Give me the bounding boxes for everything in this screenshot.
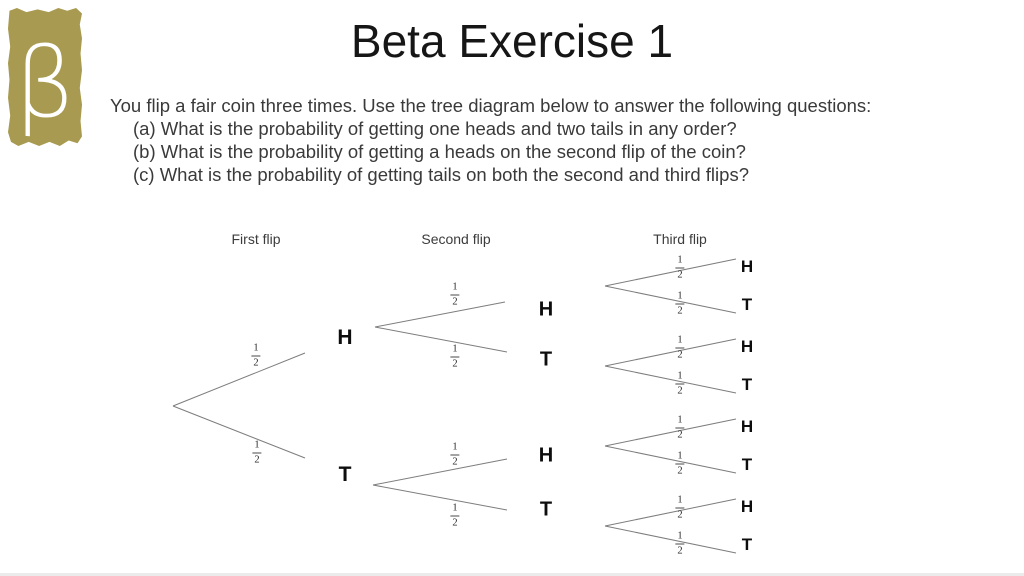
probability-fraction: 1 2 bbox=[675, 371, 685, 397]
outcome-third-heads: H bbox=[740, 497, 754, 516]
fraction-numerator: 1 bbox=[450, 503, 460, 517]
probability-fraction: 1 2 bbox=[450, 503, 460, 529]
probability-fraction: 1 2 bbox=[450, 442, 460, 468]
fraction-denominator: 2 bbox=[452, 358, 458, 369]
question-b: (b) What is the probability of getting a… bbox=[133, 141, 746, 162]
branch-line bbox=[374, 301, 506, 328]
beta-symbol-icon: β bbox=[14, 27, 76, 139]
branch-line bbox=[172, 352, 306, 407]
fraction-denominator: 2 bbox=[677, 385, 683, 396]
fraction-denominator: 2 bbox=[677, 269, 683, 280]
fraction-numerator: 1 bbox=[251, 343, 261, 357]
fraction-numerator: 1 bbox=[450, 282, 460, 296]
question-a: (a) What is the probability of getting o… bbox=[133, 118, 737, 139]
branch-line bbox=[374, 326, 508, 353]
fraction-numerator: 1 bbox=[675, 291, 685, 305]
branch-line bbox=[172, 405, 306, 459]
fraction-numerator: 1 bbox=[675, 495, 685, 509]
beta-badge: β bbox=[8, 8, 82, 146]
outcome-third-heads: H bbox=[740, 257, 754, 276]
question-c: (c) What is the probability of getting t… bbox=[133, 164, 749, 185]
probability-fraction: 1 2 bbox=[675, 255, 685, 281]
fraction-denominator: 2 bbox=[452, 456, 458, 467]
branch-line bbox=[604, 285, 737, 314]
branch-line bbox=[604, 498, 737, 527]
fraction-denominator: 2 bbox=[677, 349, 683, 360]
fraction-denominator: 2 bbox=[253, 357, 259, 368]
probability-fraction: 1 2 bbox=[675, 495, 685, 521]
branch-line bbox=[604, 365, 737, 394]
probability-fraction: 1 2 bbox=[675, 451, 685, 477]
fraction-denominator: 2 bbox=[677, 465, 683, 476]
branch-line bbox=[604, 258, 737, 287]
outcome-third-heads: H bbox=[740, 417, 754, 436]
fraction-denominator: 2 bbox=[677, 509, 683, 520]
column-header-second-flip: Second flip bbox=[421, 231, 491, 247]
branch-line bbox=[604, 418, 737, 447]
fraction-numerator: 1 bbox=[675, 335, 685, 349]
branch-line bbox=[372, 458, 508, 486]
fraction-denominator: 2 bbox=[677, 429, 683, 440]
column-header-first-flip: First flip bbox=[231, 231, 281, 247]
fraction-numerator: 1 bbox=[675, 451, 685, 465]
problem-text: You flip a fair coin three times. Use th… bbox=[110, 94, 970, 186]
outcome-first-heads: H bbox=[337, 326, 353, 349]
branch-line bbox=[604, 445, 737, 474]
probability-fraction: 1 2 bbox=[251, 343, 261, 369]
column-header-third-flip: Third flip bbox=[653, 231, 707, 247]
fraction-numerator: 1 bbox=[252, 440, 262, 454]
fraction-numerator: 1 bbox=[675, 255, 685, 269]
outcome-second-tails: T bbox=[539, 348, 553, 371]
fraction-numerator: 1 bbox=[675, 531, 685, 545]
probability-fraction: 1 2 bbox=[450, 282, 460, 308]
outcome-first-tails: T bbox=[338, 463, 352, 486]
fraction-numerator: 1 bbox=[675, 371, 685, 385]
fraction-denominator: 2 bbox=[254, 454, 260, 465]
probability-fraction: 1 2 bbox=[675, 291, 685, 317]
outcome-third-tails: T bbox=[741, 295, 753, 314]
probability-fraction: 1 2 bbox=[450, 344, 460, 370]
probability-fraction: 1 2 bbox=[252, 440, 262, 466]
outcome-second-heads: H bbox=[538, 298, 554, 321]
outcome-third-tails: T bbox=[741, 535, 753, 554]
branch-line bbox=[372, 484, 508, 511]
branch-line bbox=[604, 525, 737, 554]
fraction-denominator: 2 bbox=[452, 517, 458, 528]
fraction-denominator: 2 bbox=[452, 296, 458, 307]
outcome-third-tails: T bbox=[741, 455, 753, 474]
fraction-numerator: 1 bbox=[675, 415, 685, 429]
outcome-second-heads: H bbox=[538, 444, 554, 467]
outcome-second-tails: T bbox=[539, 498, 553, 521]
problem-intro: You flip a fair coin three times. Use th… bbox=[110, 95, 872, 116]
outcome-third-tails: T bbox=[741, 375, 753, 394]
page-title: Beta Exercise 1 bbox=[350, 15, 674, 67]
probability-fraction: 1 2 bbox=[675, 415, 685, 441]
branch-line bbox=[604, 338, 737, 367]
fraction-denominator: 2 bbox=[677, 305, 683, 316]
fraction-numerator: 1 bbox=[450, 442, 460, 456]
slide-bottom-edge bbox=[0, 573, 1024, 576]
probability-fraction: 1 2 bbox=[675, 531, 685, 557]
outcome-third-heads: H bbox=[740, 337, 754, 356]
fraction-denominator: 2 bbox=[677, 545, 683, 556]
probability-fraction: 1 2 bbox=[675, 335, 685, 361]
fraction-numerator: 1 bbox=[450, 344, 460, 358]
